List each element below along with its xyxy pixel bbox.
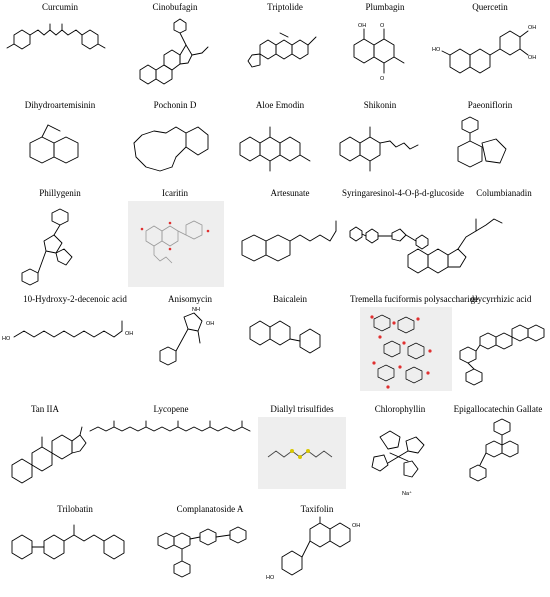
structure-icaritin — [128, 201, 224, 287]
atom-oh: OH — [358, 23, 366, 29]
compound-name: Curcumin — [42, 2, 78, 12]
atom-o: O — [380, 23, 385, 29]
structure-triptolide — [247, 32, 317, 68]
structure-pochonin-d — [133, 126, 209, 172]
compound-chlorophyllin: Chlorophyllin Na⁺ — [350, 404, 450, 504]
structure-taxifolin: HO OH — [266, 516, 360, 581]
atom-nh: NH — [192, 307, 200, 313]
structure-diallyl-trisulfides — [258, 417, 346, 489]
structure-epigallocatechin-gallate — [469, 418, 519, 482]
compound-paeoniflorin: Paeoniflorin — [430, 100, 550, 200]
structure-lycopene — [89, 420, 251, 432]
structure-curcumin — [6, 23, 106, 50]
compound-tan-iia: Tan IIA — [0, 404, 90, 504]
compound-epigallocatechin-gallate: Epigallocatechin Gallate — [446, 404, 550, 504]
compound-cinobufagin: Cinobufagin — [120, 2, 230, 102]
atom-oh: OH — [352, 523, 360, 529]
compound-icaritin: Icaritin — [120, 188, 230, 308]
structure-artesunate — [241, 220, 337, 262]
structure-plumbagin: O O OH — [353, 23, 405, 82]
atom-ho: HO — [2, 336, 11, 342]
compound-taxifolin: Taxifolin HO OH — [262, 504, 372, 596]
compound-baicalein: Baicalein — [230, 294, 350, 404]
structure-tremella-fuciformis-polysaccharide — [360, 307, 452, 391]
structure-columbianadin — [407, 218, 503, 274]
structure-baicalein — [249, 320, 321, 354]
structure-quercetin: OH OH HO — [432, 25, 536, 74]
structure-paeoniflorin — [457, 116, 507, 168]
compound-pochonin-d: Pochonin D — [120, 100, 230, 200]
structure-glycyrrhizic-acid — [459, 324, 545, 386]
compound-glycyrrhizic-acid: glycyrrhizic acid — [452, 294, 550, 404]
structure-10-hydroxy-2-decenoic-acid: HO OH — [2, 320, 133, 342]
compound-curcumin: Curcumin — [0, 2, 120, 102]
structure-chlorophyllin: Na⁺ — [371, 430, 425, 497]
atom-oh: OH — [528, 25, 536, 31]
compound-anisomycin: Anisomycin NH OH — [150, 294, 230, 404]
atom-oh: OH — [125, 331, 133, 337]
structure-trilobatin — [11, 524, 125, 560]
compound-triptolide: Triptolide — [230, 2, 340, 102]
structure-syringaresinol-glucoside — [349, 226, 429, 250]
compound-plumbagin: Plumbagin O O OH — [340, 2, 430, 102]
compound-diallyl-trisulfides: Diallyl trisulfides — [252, 404, 352, 504]
compound-shikonin: Shikonin — [330, 100, 430, 200]
atom-oh: OH — [206, 321, 214, 327]
compound-columbianadin: Columbianadin — [407, 188, 550, 308]
compound-syringaresinol-glucoside: Syringaresinol-4-O-β-d-glucoside — [342, 188, 464, 308]
compound-10-hydroxy-2-decenoic-acid: 10-Hydroxy-2-decenoic acid HO OH — [0, 294, 150, 404]
structure-anisomycin: NH OH — [159, 307, 214, 366]
atom-oh: OH — [528, 55, 536, 61]
atom-o: O — [380, 76, 385, 82]
structure-shikonin — [339, 126, 419, 172]
atom-na: Na⁺ — [402, 490, 412, 497]
structure-cinobufagin — [139, 18, 209, 85]
atom-ho: HO — [432, 47, 441, 53]
compound-tremella-fuciformis-polysaccharide: Tremella fuciformis polysaccharide — [350, 294, 478, 404]
atom-ho: HO — [266, 575, 275, 581]
compound-quercetin: Quercetin OH OH HO — [430, 2, 550, 102]
compound-aloe-emodin: Aloe Emodin — [230, 100, 330, 200]
compound-trilobatin: Trilobatin — [0, 504, 150, 596]
compound-complanatoside-a: Complanatoside A — [150, 504, 270, 596]
compound-artesunate: Artesunate — [230, 188, 350, 308]
structure-dihydroartemisinin — [29, 124, 79, 164]
compound-lycopene: Lycopene — [86, 404, 256, 504]
structure-complanatoside-a — [157, 526, 247, 578]
compound-phillygenin: Phillygenin — [0, 188, 120, 308]
structure-tan-iia — [11, 426, 87, 484]
structure-aloe-emodin — [239, 126, 311, 172]
structure-phillygenin — [21, 208, 73, 286]
compound-dihydroartemisinin: Dihydroartemisinin — [0, 100, 120, 200]
